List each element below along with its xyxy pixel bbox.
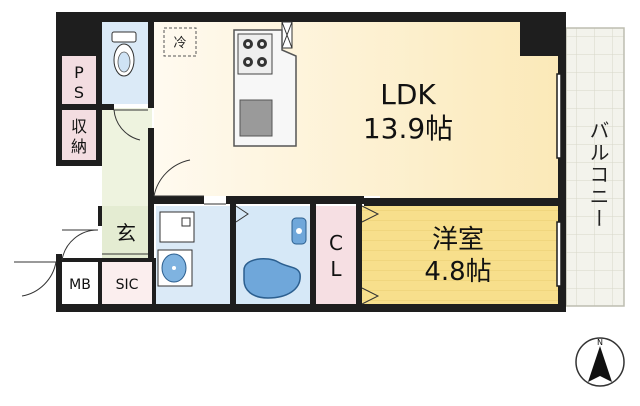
compass-north-label: N [597, 338, 603, 347]
closet-label-bottom: L [330, 257, 342, 281]
corridor-floor [102, 108, 152, 206]
fridge-space [163, 27, 197, 57]
corridor-marker [235, 205, 249, 223]
storage-floor [62, 110, 96, 160]
storage-label-bottom: 納 [71, 137, 87, 156]
storage-label-top: 収 [71, 117, 87, 136]
western-room-size: 4.8帖 [424, 257, 491, 287]
door-swings [14, 109, 380, 305]
closet-floor [316, 206, 356, 304]
toilet-icon [111, 31, 137, 77]
bathtub-icon [243, 257, 301, 299]
ldk-size: 13.9帖 [363, 112, 453, 145]
kitchen-counter [233, 29, 297, 147]
walls [56, 12, 566, 312]
ps-label-top: P [74, 63, 84, 82]
mb-floor [62, 262, 98, 304]
entrance-label: 玄 [116, 221, 136, 245]
fridge-label: 冷 [173, 36, 186, 51]
mb-label: MB [69, 277, 91, 293]
north-compass: N [575, 337, 625, 387]
washing-machine-pan [159, 211, 195, 243]
ldk-label: LDK [380, 78, 436, 111]
closet-label-top: C [329, 231, 343, 255]
balcony-label: バルコニー [586, 120, 610, 230]
column-cross [281, 21, 293, 49]
western-room-label: 洋室 [432, 225, 484, 255]
sic-floor [102, 262, 152, 304]
shower-faucet-icon [291, 217, 307, 245]
ps-label-bottom: S [74, 83, 84, 102]
ldk-floor [154, 22, 558, 200]
ps-floor [62, 56, 96, 106]
windows [556, 73, 562, 287]
balcony-area [565, 27, 625, 307]
washbasin-icon [157, 249, 193, 287]
north-arrow-icon [588, 346, 612, 382]
entrance-floor [102, 206, 152, 258]
sic-label: SIC [116, 277, 139, 293]
washing-machine-drain [181, 217, 191, 227]
western-room-floor [362, 206, 558, 304]
